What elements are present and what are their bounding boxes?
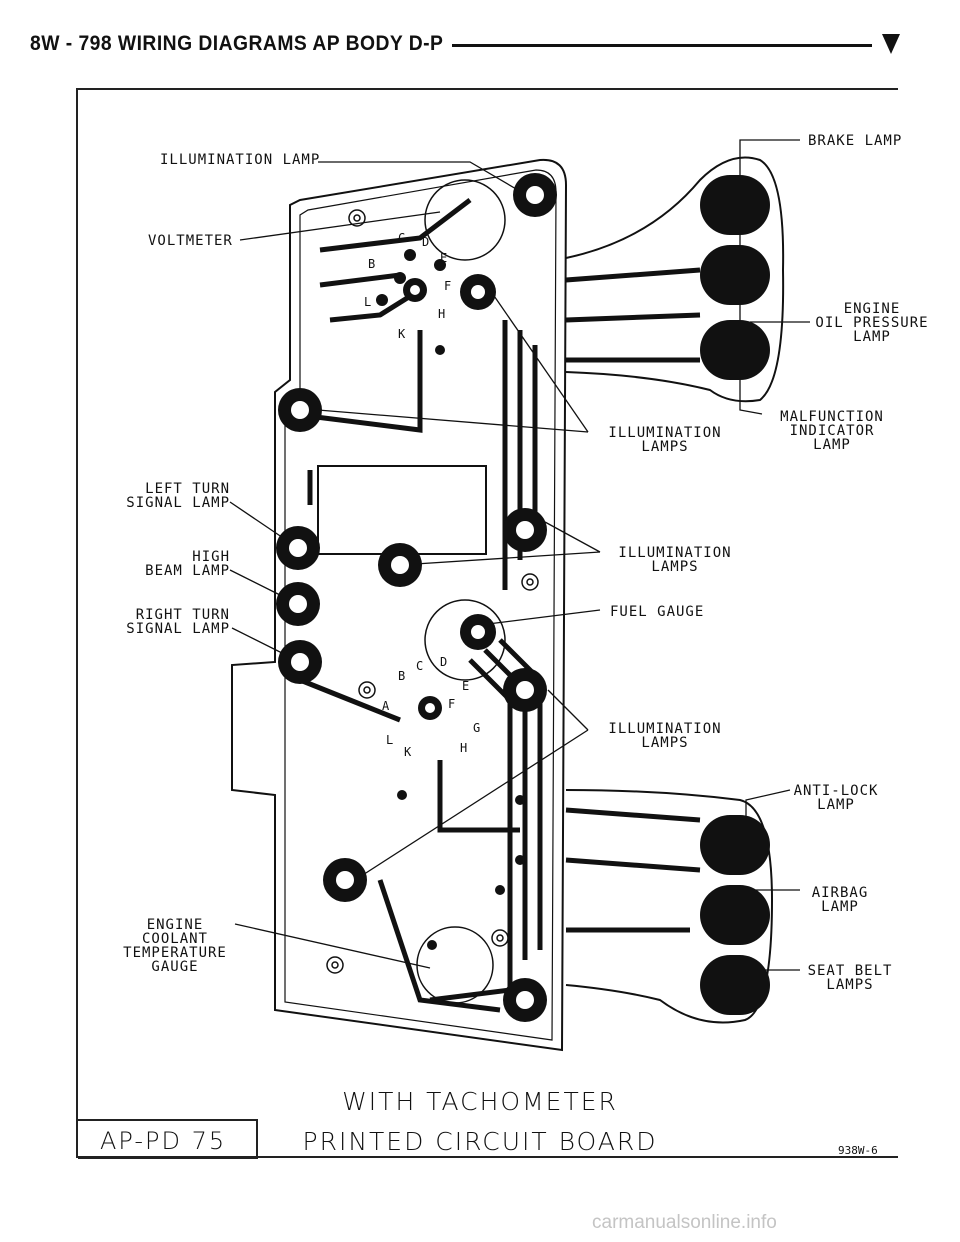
- frame-bottom: [76, 1156, 898, 1158]
- label-right-turn-signal-lamp: RIGHT TURN SIGNAL LAMP: [100, 608, 230, 636]
- label-line: SIGNAL LAMP: [126, 621, 230, 637]
- label-line: LAMPS: [641, 735, 689, 751]
- label-voltmeter: VOLTMETER: [148, 233, 233, 249]
- label-line: SEAT BELT: [807, 963, 893, 979]
- lower-wing: [565, 789, 774, 1024]
- label-airbag-lamp: AIRBAG LAMP: [800, 886, 880, 914]
- label-brake-lamp: BRAKE LAMP: [808, 133, 903, 149]
- pin-letter: A: [382, 699, 390, 713]
- triangle-marker-icon: [882, 34, 900, 54]
- label-line: ENGINE: [146, 917, 204, 933]
- pin-letter: G: [473, 721, 481, 735]
- label-line: OIL PRESSURE: [815, 315, 929, 331]
- label-line: ILLUMINATION: [608, 721, 722, 737]
- label-fuel-gauge: FUEL GAUGE: [610, 604, 705, 620]
- pin-letter: F: [444, 279, 452, 293]
- frame-left: [76, 88, 78, 1158]
- pin-letter: D: [422, 235, 430, 249]
- pin-letter: H: [438, 307, 446, 321]
- label-line: LAMPS: [641, 439, 689, 455]
- pin-letter: K: [404, 745, 412, 759]
- label-line: SIGNAL LAMP: [126, 495, 230, 511]
- frame-top: [76, 88, 898, 90]
- label-line: LAMPS: [651, 559, 699, 575]
- pin-letter: L: [386, 733, 394, 747]
- label-line: ILLUMINATION: [618, 545, 732, 561]
- pin-letter: F: [448, 697, 456, 711]
- label-line: TEMPERATURE: [123, 945, 227, 961]
- code-box-text: AP-PD 75: [100, 1127, 227, 1155]
- pin-letter: B: [368, 257, 376, 271]
- pin-letter: E: [440, 251, 448, 265]
- label-engine-oil-pressure-lamp: ENGINE OIL PRESSURE LAMP: [812, 302, 932, 344]
- label-line: MALFUNCTION: [780, 409, 884, 425]
- pin-letter: C: [416, 659, 424, 673]
- figure-number: 938W-6: [838, 1144, 878, 1157]
- label-line: RIGHT TURN: [135, 607, 230, 623]
- code-box: AP-PD 75: [78, 1119, 258, 1159]
- label-high-beam-lamp: HIGH BEAM LAMP: [100, 550, 230, 578]
- label-line: GAUGE: [151, 959, 199, 975]
- pin-letter: D: [440, 655, 448, 669]
- label-engine-coolant-temperature-gauge: ENGINE COOLANT TEMPERATURE GAUGE: [110, 918, 240, 974]
- pin-letter: C: [398, 231, 406, 245]
- label-line: LAMP: [813, 437, 851, 453]
- header-title: 8W - 798 WIRING DIAGRAMS AP BODY D-P: [30, 32, 444, 55]
- label-line: LAMPS: [826, 977, 874, 993]
- label-line: LAMP: [821, 899, 859, 915]
- caption-line-2: PRINTED CIRCUIT BOARD: [302, 1127, 658, 1156]
- label-illumination-lamp: ILLUMINATION LAMP: [160, 152, 321, 168]
- label-line: LAMP: [817, 797, 855, 813]
- pin-letter: E: [462, 679, 470, 693]
- pin-letter: K: [398, 327, 406, 341]
- label-illumination-lamps-2: ILLUMINATION LAMPS: [600, 546, 750, 574]
- upper-wing: [565, 156, 785, 403]
- label-anti-lock-lamp: ANTI-LOCK LAMP: [786, 784, 886, 812]
- label-line: BEAM LAMP: [145, 563, 230, 579]
- page-header: 8W - 798 WIRING DIAGRAMS AP BODY D-P: [24, 30, 936, 70]
- label-line: LAMP: [853, 329, 891, 345]
- pin-letter: H: [460, 741, 468, 755]
- board-outline: [231, 158, 568, 1052]
- caption-line-1: WITH TACHOMETER: [342, 1087, 618, 1116]
- label-line: ENGINE: [843, 301, 901, 317]
- label-illumination-lamps-1: ILLUMINATION LAMPS: [590, 426, 740, 454]
- watermark: carmanualsonline.info: [592, 1212, 777, 1233]
- pin-letter: B: [398, 669, 406, 683]
- header-rule: [452, 44, 872, 47]
- pin-letter: L: [364, 295, 372, 309]
- label-line: INDICATOR: [789, 423, 875, 439]
- label-seat-belt-lamps: SEAT BELT LAMPS: [800, 964, 900, 992]
- label-line: ILLUMINATION: [608, 425, 722, 441]
- label-malfunction-indicator-lamp: MALFUNCTION INDICATOR LAMP: [772, 410, 892, 452]
- label-line: ANTI-LOCK: [793, 783, 879, 799]
- label-line: AIRBAG: [811, 885, 869, 901]
- label-line: HIGH: [192, 549, 230, 565]
- label-line: LEFT TURN: [145, 481, 230, 497]
- label-left-turn-signal-lamp: LEFT TURN SIGNAL LAMP: [100, 482, 230, 510]
- label-illumination-lamps-3: ILLUMINATION LAMPS: [590, 722, 740, 750]
- board-window: [317, 465, 487, 555]
- label-line: COOLANT: [141, 931, 208, 947]
